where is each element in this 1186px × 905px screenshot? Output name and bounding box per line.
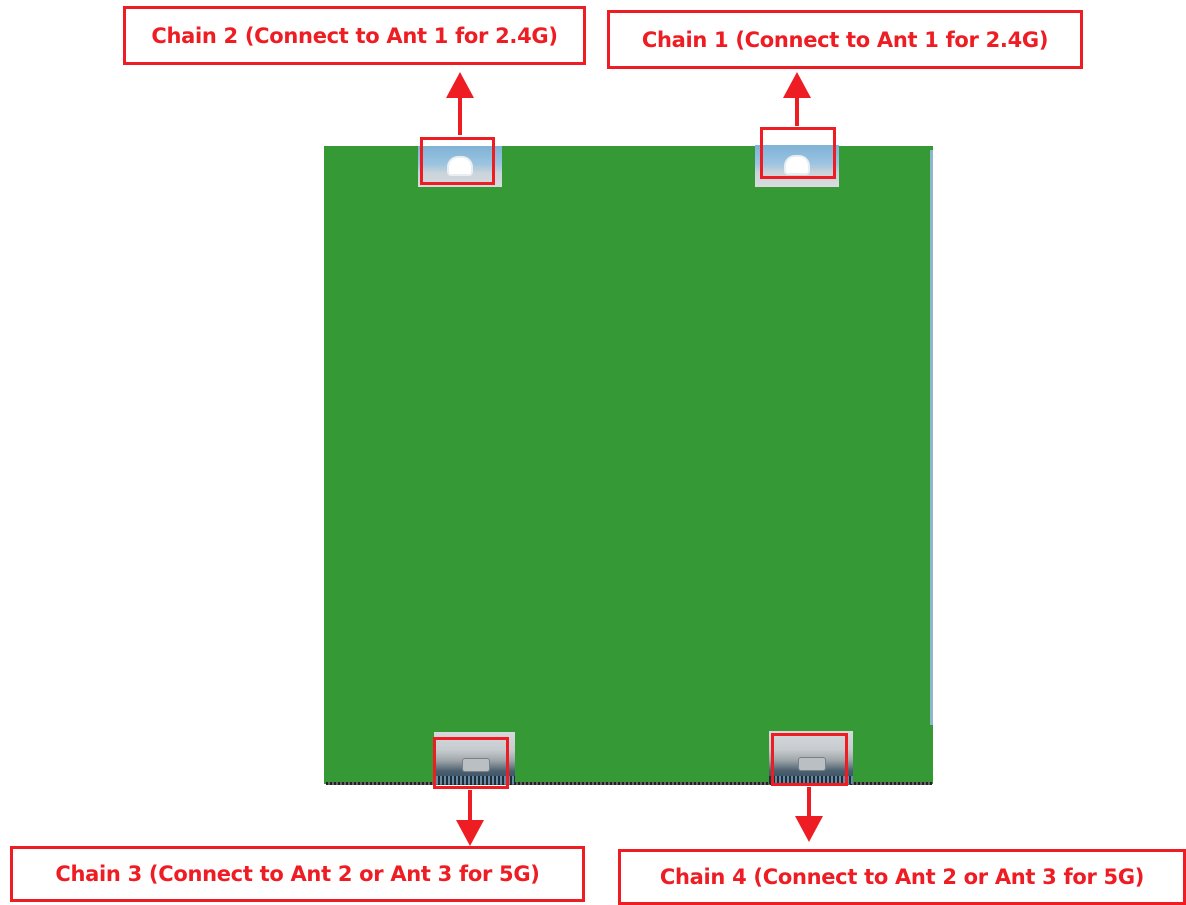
- chain-3-highlight-box: [433, 737, 509, 789]
- label-chain-3-text: Chain 3 (Connect to Ant 2 or Ant 3 for 5…: [55, 862, 540, 886]
- label-chain-1: Chain 1 (Connect to Ant 1 for 2.4G): [607, 10, 1083, 69]
- label-chain-2: Chain 2 (Connect to Ant 1 for 2.4G): [123, 6, 586, 65]
- connector-nub: [798, 757, 826, 771]
- connector-pins: [769, 776, 853, 784]
- chain-1-arrow-icon: [783, 72, 811, 126]
- chain-3-connector-icon: [434, 732, 515, 784]
- connector-pins: [434, 776, 515, 784]
- label-chain-2-text: Chain 2 (Connect to Ant 1 for 2.4G): [151, 23, 558, 48]
- label-chain-1-text: Chain 1 (Connect to Ant 1 for 2.4G): [641, 27, 1049, 52]
- board-edge: [930, 150, 933, 725]
- chain-2-connector-icon: [418, 146, 502, 187]
- label-chain-4: Chain 4 (Connect to Ant 2 or Ant 3 for 5…: [618, 849, 1186, 905]
- chain-2-highlight-box: [420, 137, 495, 185]
- connector-nub: [449, 158, 471, 174]
- chain-4-connector-icon: [769, 731, 853, 784]
- connector-nub: [461, 758, 490, 772]
- circuit-board: [324, 146, 933, 784]
- chain-3-arrow-icon: [456, 790, 484, 846]
- label-chain-3: Chain 3 (Connect to Ant 2 or Ant 3 for 5…: [10, 846, 585, 902]
- connector-nub: [786, 157, 808, 173]
- chain-1-connector-icon: [755, 145, 839, 187]
- chain-4-highlight-box: [771, 733, 848, 786]
- board-bottom-edge: [326, 782, 932, 785]
- chain-2-arrow-icon: [446, 72, 474, 135]
- chain-1-highlight-box: [760, 127, 836, 179]
- label-chain-4-text: Chain 4 (Connect to Ant 2 or Ant 3 for 5…: [659, 865, 1145, 889]
- chain-4-arrow-icon: [795, 787, 823, 842]
